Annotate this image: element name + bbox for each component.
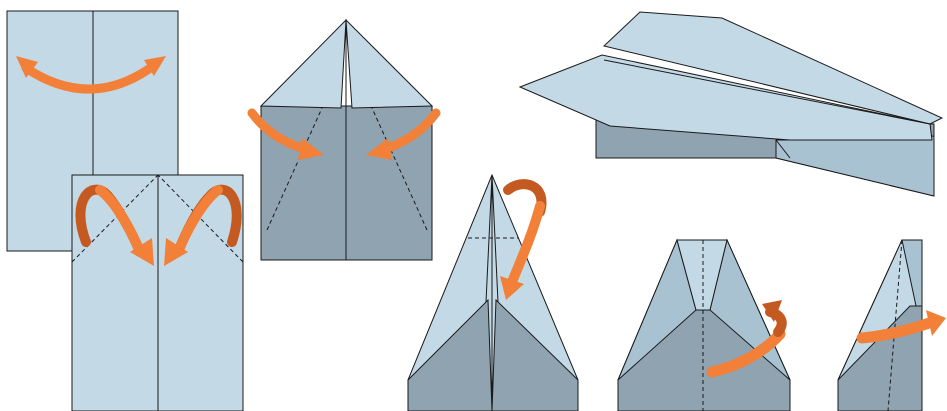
step-3-shape-fold-edges	[252, 20, 436, 260]
step-4-shape-fold-tip	[408, 175, 578, 411]
step-7-finished-airplane	[520, 12, 942, 196]
step-6-shape-fold-wing	[838, 240, 946, 411]
step-5-shape-fold-half	[618, 240, 790, 411]
step-3-left-flap	[261, 20, 346, 108]
step-2-sheet-fold-corners	[72, 175, 243, 411]
step-3-right-flap	[346, 20, 432, 108]
airplane-keel-front	[776, 136, 934, 196]
